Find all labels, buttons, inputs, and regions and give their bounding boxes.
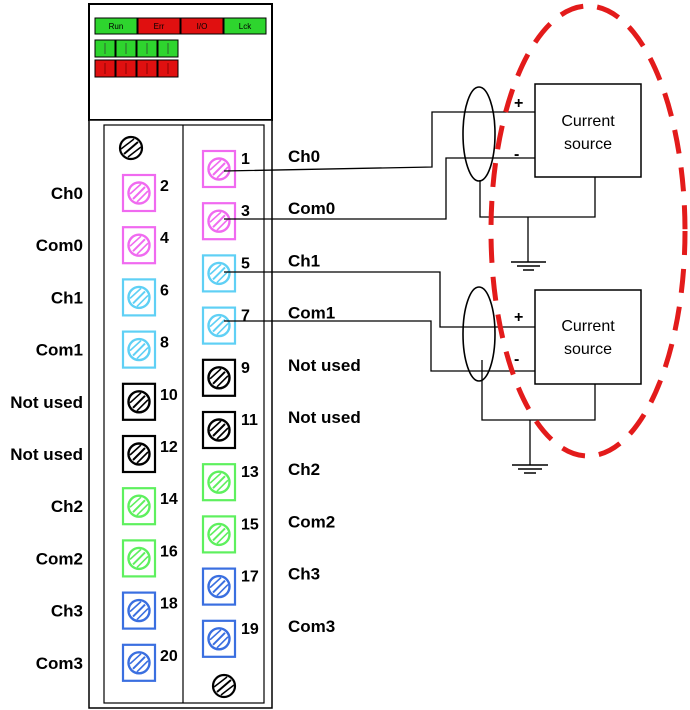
terminal-number-17: 17: [241, 569, 259, 586]
terminal-number-3: 3: [241, 203, 250, 220]
terminal-1: [201, 149, 237, 189]
terminal-20: [121, 643, 157, 682]
terminal-3: [201, 202, 237, 241]
terminal-number-12: 12: [160, 439, 178, 456]
status-led-run: [94, 17, 138, 35]
terminal-label-5: Ch1: [288, 251, 320, 270]
terminal-label-12: Not used: [10, 445, 83, 464]
terminal-number-5: 5: [241, 255, 250, 272]
twisted-pair-shield-1: [462, 86, 496, 182]
terminal-label-4: Com0: [36, 236, 83, 255]
status-led-lck: [223, 17, 267, 35]
current-source-1-line1: Current: [561, 113, 615, 130]
terminal-number-13: 13: [241, 464, 259, 481]
terminal-label-11: Not used: [288, 408, 361, 427]
terminal-number-8: 8: [160, 335, 169, 352]
terminal-number-2: 2: [160, 178, 169, 195]
terminal-number-20: 20: [160, 648, 178, 665]
terminal-number-10: 10: [160, 387, 178, 404]
terminal-label-8: Com1: [36, 341, 83, 360]
current-source-1-minus: -: [514, 146, 519, 163]
terminal-number-7: 7: [241, 308, 250, 325]
terminal-number-15: 15: [241, 516, 259, 533]
terminal-label-6: Ch1: [51, 288, 83, 307]
terminal-label-7: Com1: [288, 304, 335, 323]
terminal-label-9: Not used: [288, 356, 361, 375]
top-mounting-screw: [118, 135, 144, 161]
terminal-block-inner: [103, 124, 265, 704]
terminal-10: [121, 382, 157, 421]
terminal-15: [201, 515, 237, 554]
terminal-number-1: 1: [241, 151, 250, 168]
terminal-19: [201, 619, 237, 658]
terminal-5: [201, 254, 237, 293]
terminal-17: [201, 567, 237, 606]
bottom-mounting-screw: [211, 673, 237, 699]
terminal-8: [121, 330, 157, 369]
dashed-highlight-ellipse: [488, 3, 688, 459]
status-led-io: [180, 17, 224, 35]
terminal-label-1: Ch0: [288, 147, 320, 166]
current-source-1: Current source + -: [514, 83, 642, 178]
terminal-14: [121, 487, 157, 526]
terminal-number-19: 19: [241, 621, 259, 638]
terminal-number-6: 6: [160, 282, 169, 299]
terminal-label-18: Ch3: [51, 602, 83, 621]
status-led-err: [137, 17, 181, 35]
terminal-label-17: Ch3: [288, 565, 320, 584]
current-source-1-line2: source: [564, 136, 612, 153]
terminal-label-16: Com2: [36, 549, 83, 568]
terminal-number-18: 18: [160, 596, 178, 613]
terminal-12: [121, 434, 157, 474]
terminal-number-11: 11: [241, 412, 258, 429]
status-led-err-label: Err: [154, 22, 165, 31]
status-led-io-label: I/O: [197, 22, 208, 31]
current-source-2-line1: Current: [561, 318, 615, 335]
terminal-2: [121, 173, 157, 213]
source-2-wiring: [224, 271, 596, 474]
current-source-2-plus: +: [514, 309, 523, 326]
terminal-label-3: Com0: [288, 199, 335, 218]
twisted-pair-shield-2: [462, 286, 496, 382]
terminal-13: [201, 463, 237, 502]
terminal-label-19: Com3: [288, 617, 335, 636]
status-led-run-label: Run: [109, 22, 124, 31]
terminal-number-14: 14: [160, 491, 178, 508]
terminal-16: [121, 539, 157, 578]
terminal-18: [121, 591, 157, 630]
terminal-label-2: Ch0: [51, 184, 83, 203]
terminal-number-4: 4: [160, 230, 169, 247]
status-led-row: Run Err I/O Lck: [94, 17, 267, 35]
terminal-block: [88, 119, 273, 709]
current-source-1-plus: +: [514, 95, 523, 112]
current-source-2-minus: -: [514, 351, 519, 368]
current-source-2: Current source + -: [514, 289, 642, 385]
current-source-2-line2: source: [564, 341, 612, 358]
terminal-11: [201, 410, 237, 450]
terminal-label-10: Not used: [10, 393, 83, 412]
terminal-9: [201, 358, 237, 397]
channel-led-grid: [94, 39, 179, 78]
terminal-7: [201, 306, 237, 345]
status-led-lck-label: Lck: [239, 22, 252, 31]
terminal-6: [121, 278, 157, 317]
terminal-number-16: 16: [160, 543, 178, 560]
terminal-number-9: 9: [241, 360, 250, 377]
terminal-4: [121, 226, 157, 265]
terminal-label-20: Com3: [36, 654, 83, 673]
source-1-wiring: [223, 86, 596, 271]
terminal-label-14: Ch2: [51, 497, 83, 516]
terminal-label-15: Com2: [288, 512, 335, 531]
terminal-label-13: Ch2: [288, 460, 320, 479]
